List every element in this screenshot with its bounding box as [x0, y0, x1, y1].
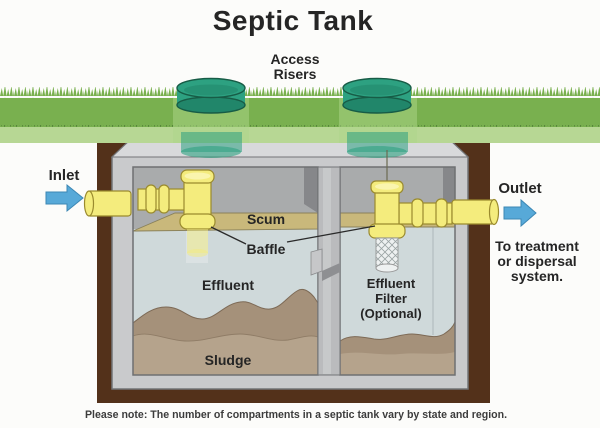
inlet-tee-submerged — [187, 229, 208, 253]
effluent-label: Effluent — [202, 277, 254, 293]
grass-light-band — [0, 127, 600, 143]
divider-notch-shadow — [322, 263, 340, 281]
effluent-filter-line1: Effluent — [367, 276, 416, 291]
left-sludge-outline — [132, 288, 319, 324]
outlet-label: Outlet — [498, 180, 541, 197]
inlet-pipe-cap — [83, 190, 95, 217]
inlet-tee-submerged-end — [187, 249, 208, 257]
tank-top-face — [110, 141, 470, 158]
riser-rim — [342, 96, 412, 114]
sludge-label: Sludge — [205, 352, 252, 368]
grass-band — [0, 98, 600, 127]
to-treatment-line3: system. — [511, 268, 563, 284]
inlet-pipe-assembly — [83, 169, 216, 257]
riser-base-ellipse — [347, 146, 407, 158]
scum-label: Scum — [247, 211, 285, 227]
left-sludge-light — [133, 334, 318, 375]
access-riser-right — [339, 77, 417, 158]
access-risers-label: Access Risers — [270, 51, 319, 82]
filter-cap-highlight — [375, 183, 399, 190]
access-risers-line2: Risers — [274, 66, 317, 82]
divider-wall — [310, 166, 341, 376]
filter-mesh-crosshatch — [376, 238, 398, 268]
inlet-flow-arrow — [45, 183, 84, 213]
baffle-leader-right — [286, 225, 376, 243]
inlet-tee-collar — [179, 213, 216, 230]
left-corner-shadow — [304, 167, 318, 213]
to-treatment-label: To treatment or dispersal system. — [495, 238, 579, 284]
outlet-coupling-1 — [411, 198, 424, 228]
effluent-filter-line3: (Optional) — [360, 306, 421, 321]
divider-notch-step — [310, 248, 323, 276]
riser-rim — [176, 96, 246, 114]
access-risers-line1: Access — [270, 51, 319, 67]
outlet-flow-arrow — [503, 198, 537, 228]
grass-blade-fringe — [0, 87, 600, 99]
grass-strip — [0, 87, 600, 143]
to-treatment-line1: To treatment — [495, 238, 579, 254]
effluent-filter-assembly — [368, 150, 500, 273]
baffle-leader-left — [210, 226, 247, 245]
right-corner-shadow — [443, 167, 455, 208]
footnote: Please note: The number of compartments … — [85, 409, 507, 421]
inlet-coupling-1 — [145, 184, 157, 214]
outlet-coupling-2 — [435, 198, 448, 228]
outlet-outer-pipe — [451, 199, 496, 225]
inlet-coupling-2 — [158, 184, 170, 214]
access-riser-left — [173, 77, 249, 158]
baffle-label: Baffle — [247, 241, 286, 257]
right-sludge-light — [340, 352, 455, 375]
inlet-tee-highlight — [184, 172, 211, 180]
left-sludge-light-outline — [132, 333, 319, 342]
effluent-filter-line2: Filter — [375, 291, 407, 306]
filter-body — [374, 190, 400, 229]
filter-mesh-bottom — [375, 263, 399, 273]
effluent-filter-label: Effluent Filter (Optional) — [360, 276, 421, 321]
inlet-label: Inlet — [49, 167, 80, 184]
riser-lid-inner — [184, 84, 238, 96]
riser-lid-inner — [350, 84, 404, 96]
riser-base-ellipse — [181, 146, 241, 158]
page-title: Septic Tank — [213, 5, 374, 36]
to-treatment-line2: or dispersal — [497, 253, 576, 269]
right-sludge-outline — [339, 321, 456, 342]
outlet-pipe-cap — [488, 198, 500, 226]
